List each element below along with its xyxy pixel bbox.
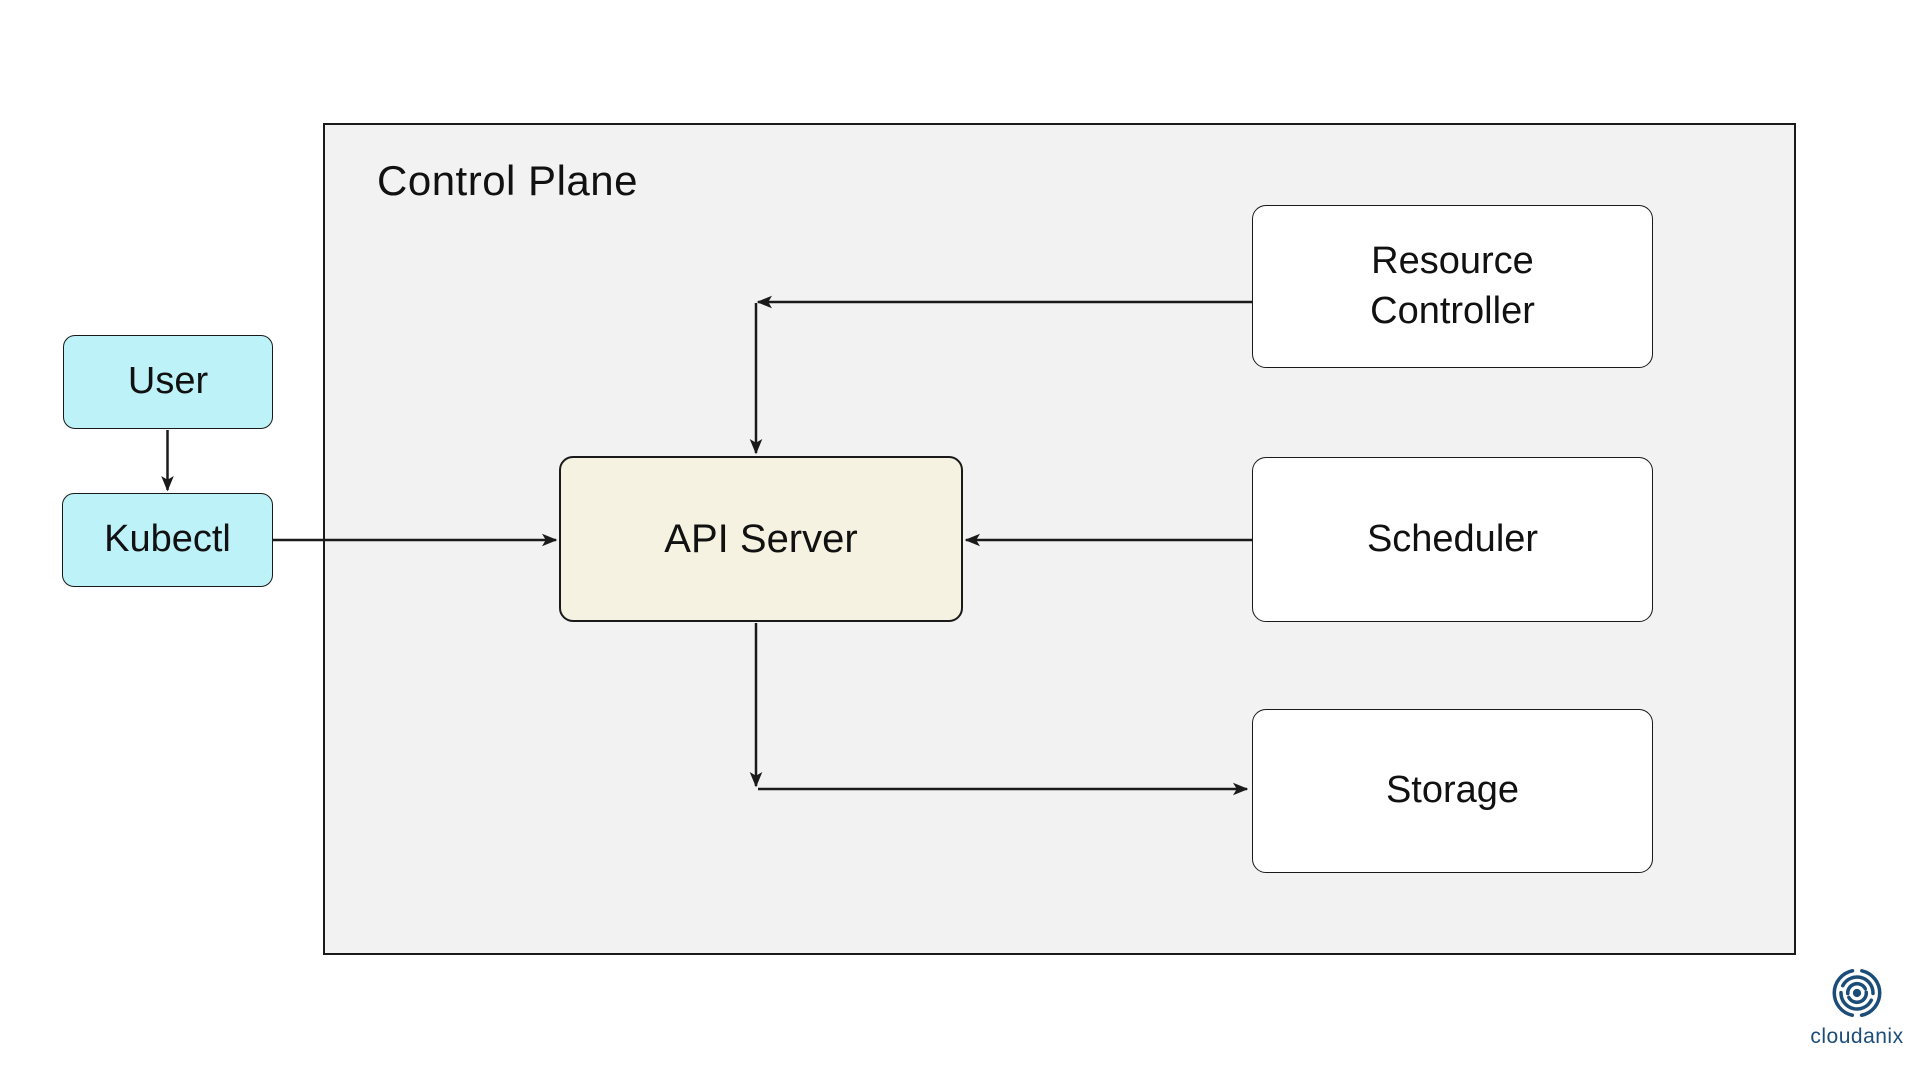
node-user: User: [63, 335, 273, 429]
node-scheduler-label: Scheduler: [1366, 517, 1539, 560]
cloudanix-logo-text: cloudanix: [1810, 1025, 1904, 1048]
control-plane-label: Control Plane: [377, 157, 638, 204]
node-kubectl: Kubectl: [62, 493, 273, 587]
node-kubectl-label: Kubectl: [104, 518, 231, 561]
node-resource-controller: Resource Controller: [1252, 205, 1653, 368]
node-api-server: API Server: [559, 456, 963, 622]
node-scheduler: Scheduler: [1252, 457, 1653, 622]
node-user-label: User: [127, 360, 209, 403]
cloudanix-logo: cloudanix: [1802, 962, 1912, 1049]
node-storage-label: Storage: [1385, 769, 1520, 812]
cloudanix-logo-icon: [1832, 968, 1882, 1018]
node-api-server-label: API Server: [664, 517, 858, 561]
node-resource-controller-label: Resource Controller: [1370, 240, 1535, 332]
node-storage: Storage: [1252, 709, 1653, 873]
